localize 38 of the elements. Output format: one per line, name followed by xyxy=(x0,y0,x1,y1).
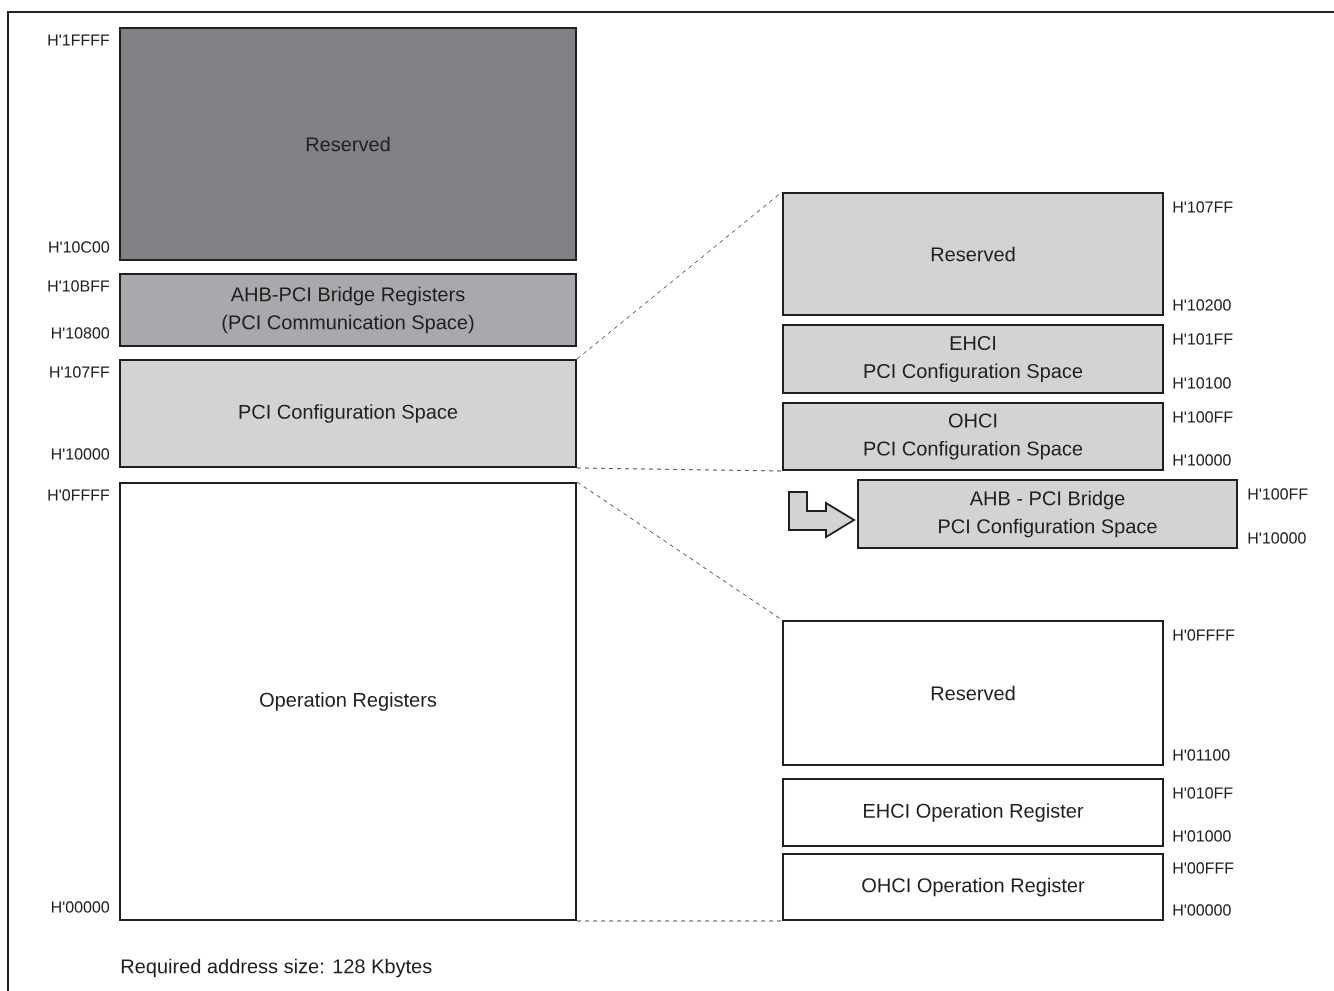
address-label: H'107FF xyxy=(50,366,110,378)
address-label: H'10000 xyxy=(1173,454,1231,466)
address-label: H'100FF xyxy=(1173,411,1233,423)
address-label: H'00000 xyxy=(51,901,110,913)
memory-block: AHB-PCI Bridge Registers (PCI Communication Space) xyxy=(119,273,577,347)
address-label: H'100FF xyxy=(1248,488,1308,500)
zoom-line xyxy=(576,481,783,621)
memory-block: AHB - PCI Bridge PCI Configuration Space xyxy=(857,479,1238,549)
address-label: H'101FF xyxy=(1173,333,1233,345)
memory-block: OHCI Operation Register xyxy=(782,853,1164,921)
address-label: H'010FF xyxy=(1173,787,1233,799)
memory-block: Reserved xyxy=(782,192,1164,316)
zoom-line xyxy=(576,920,783,922)
zoom-line xyxy=(576,191,783,360)
address-label: H'10BFF xyxy=(48,280,110,292)
memory-block: EHCI Operation Register xyxy=(782,778,1164,847)
address-label: H'1FFFF xyxy=(48,34,110,46)
address-label: H'0FFFF xyxy=(48,489,110,501)
note-text: Required address size: 128 Kbytes xyxy=(121,958,432,978)
address-label: H'01100 xyxy=(1173,749,1230,761)
memory-block: Operation Registers xyxy=(119,482,577,921)
memory-block: OHCI PCI Configuration Space xyxy=(782,402,1164,471)
address-label: H'10000 xyxy=(51,448,110,460)
address-label: H'107FF xyxy=(1173,201,1233,213)
address-label: H'01000 xyxy=(1173,830,1231,842)
memory-block: Reserved xyxy=(119,27,577,261)
address-label: H'10200 xyxy=(1173,299,1231,311)
address-label: H'00FFF xyxy=(1173,862,1234,874)
memory-block: EHCI PCI Configuration Space xyxy=(782,324,1164,394)
address-label: H'10000 xyxy=(1248,532,1306,544)
address-label: H'10800 xyxy=(51,327,110,339)
address-label: H'00000 xyxy=(1173,904,1231,916)
address-label: H'0FFFF xyxy=(1173,629,1235,641)
memory-block: Reserved xyxy=(782,620,1164,766)
address-label: H'10C00 xyxy=(49,241,110,253)
memory-block: PCI Configuration Space xyxy=(119,359,577,468)
zoom-line xyxy=(576,467,783,472)
address-label: H'10100 xyxy=(1173,377,1231,389)
